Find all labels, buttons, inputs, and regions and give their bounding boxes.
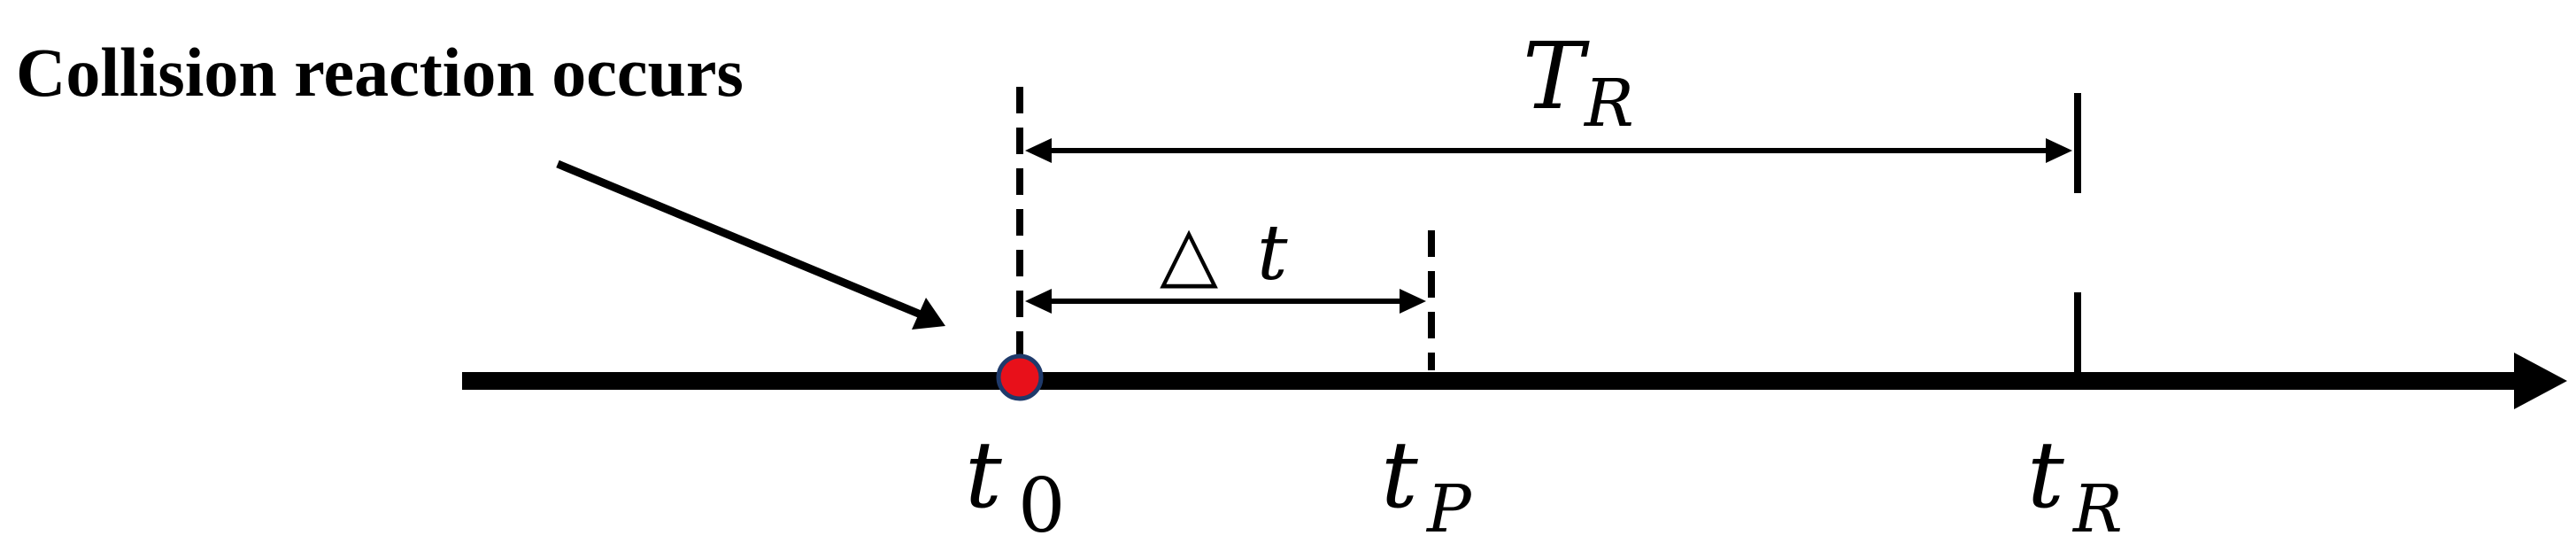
tP-label-base: t <box>1381 421 1418 529</box>
t0-label-base: t <box>965 421 1002 529</box>
TR-label: T R <box>1523 22 1634 142</box>
delta-t-var: t <box>1257 209 1288 298</box>
delta-symbol: △ <box>1160 209 1218 298</box>
event-marker <box>996 353 1044 401</box>
TR-label-base: T <box>1523 22 1590 130</box>
delta-t-interval-arrow <box>1025 289 1426 314</box>
delta-t-label: △ t <box>1160 209 1288 298</box>
time-axis <box>462 353 2567 409</box>
TR-interval-arrow <box>1025 138 2072 163</box>
TR-label-sub: R <box>1583 66 1634 142</box>
tR-label-sub: R <box>2071 471 2123 547</box>
t0-label-sub: 0 <box>1018 462 1065 549</box>
tP-label: t P <box>1381 421 1472 547</box>
tR-label-base: t <box>2027 421 2064 529</box>
pointer-arrow <box>556 159 945 330</box>
event-label: Collision reaction occurs <box>16 34 744 111</box>
tR-label: t R <box>2027 421 2123 547</box>
t0-label: t 0 <box>965 421 1065 549</box>
tP-label-sub: P <box>1425 471 1472 547</box>
